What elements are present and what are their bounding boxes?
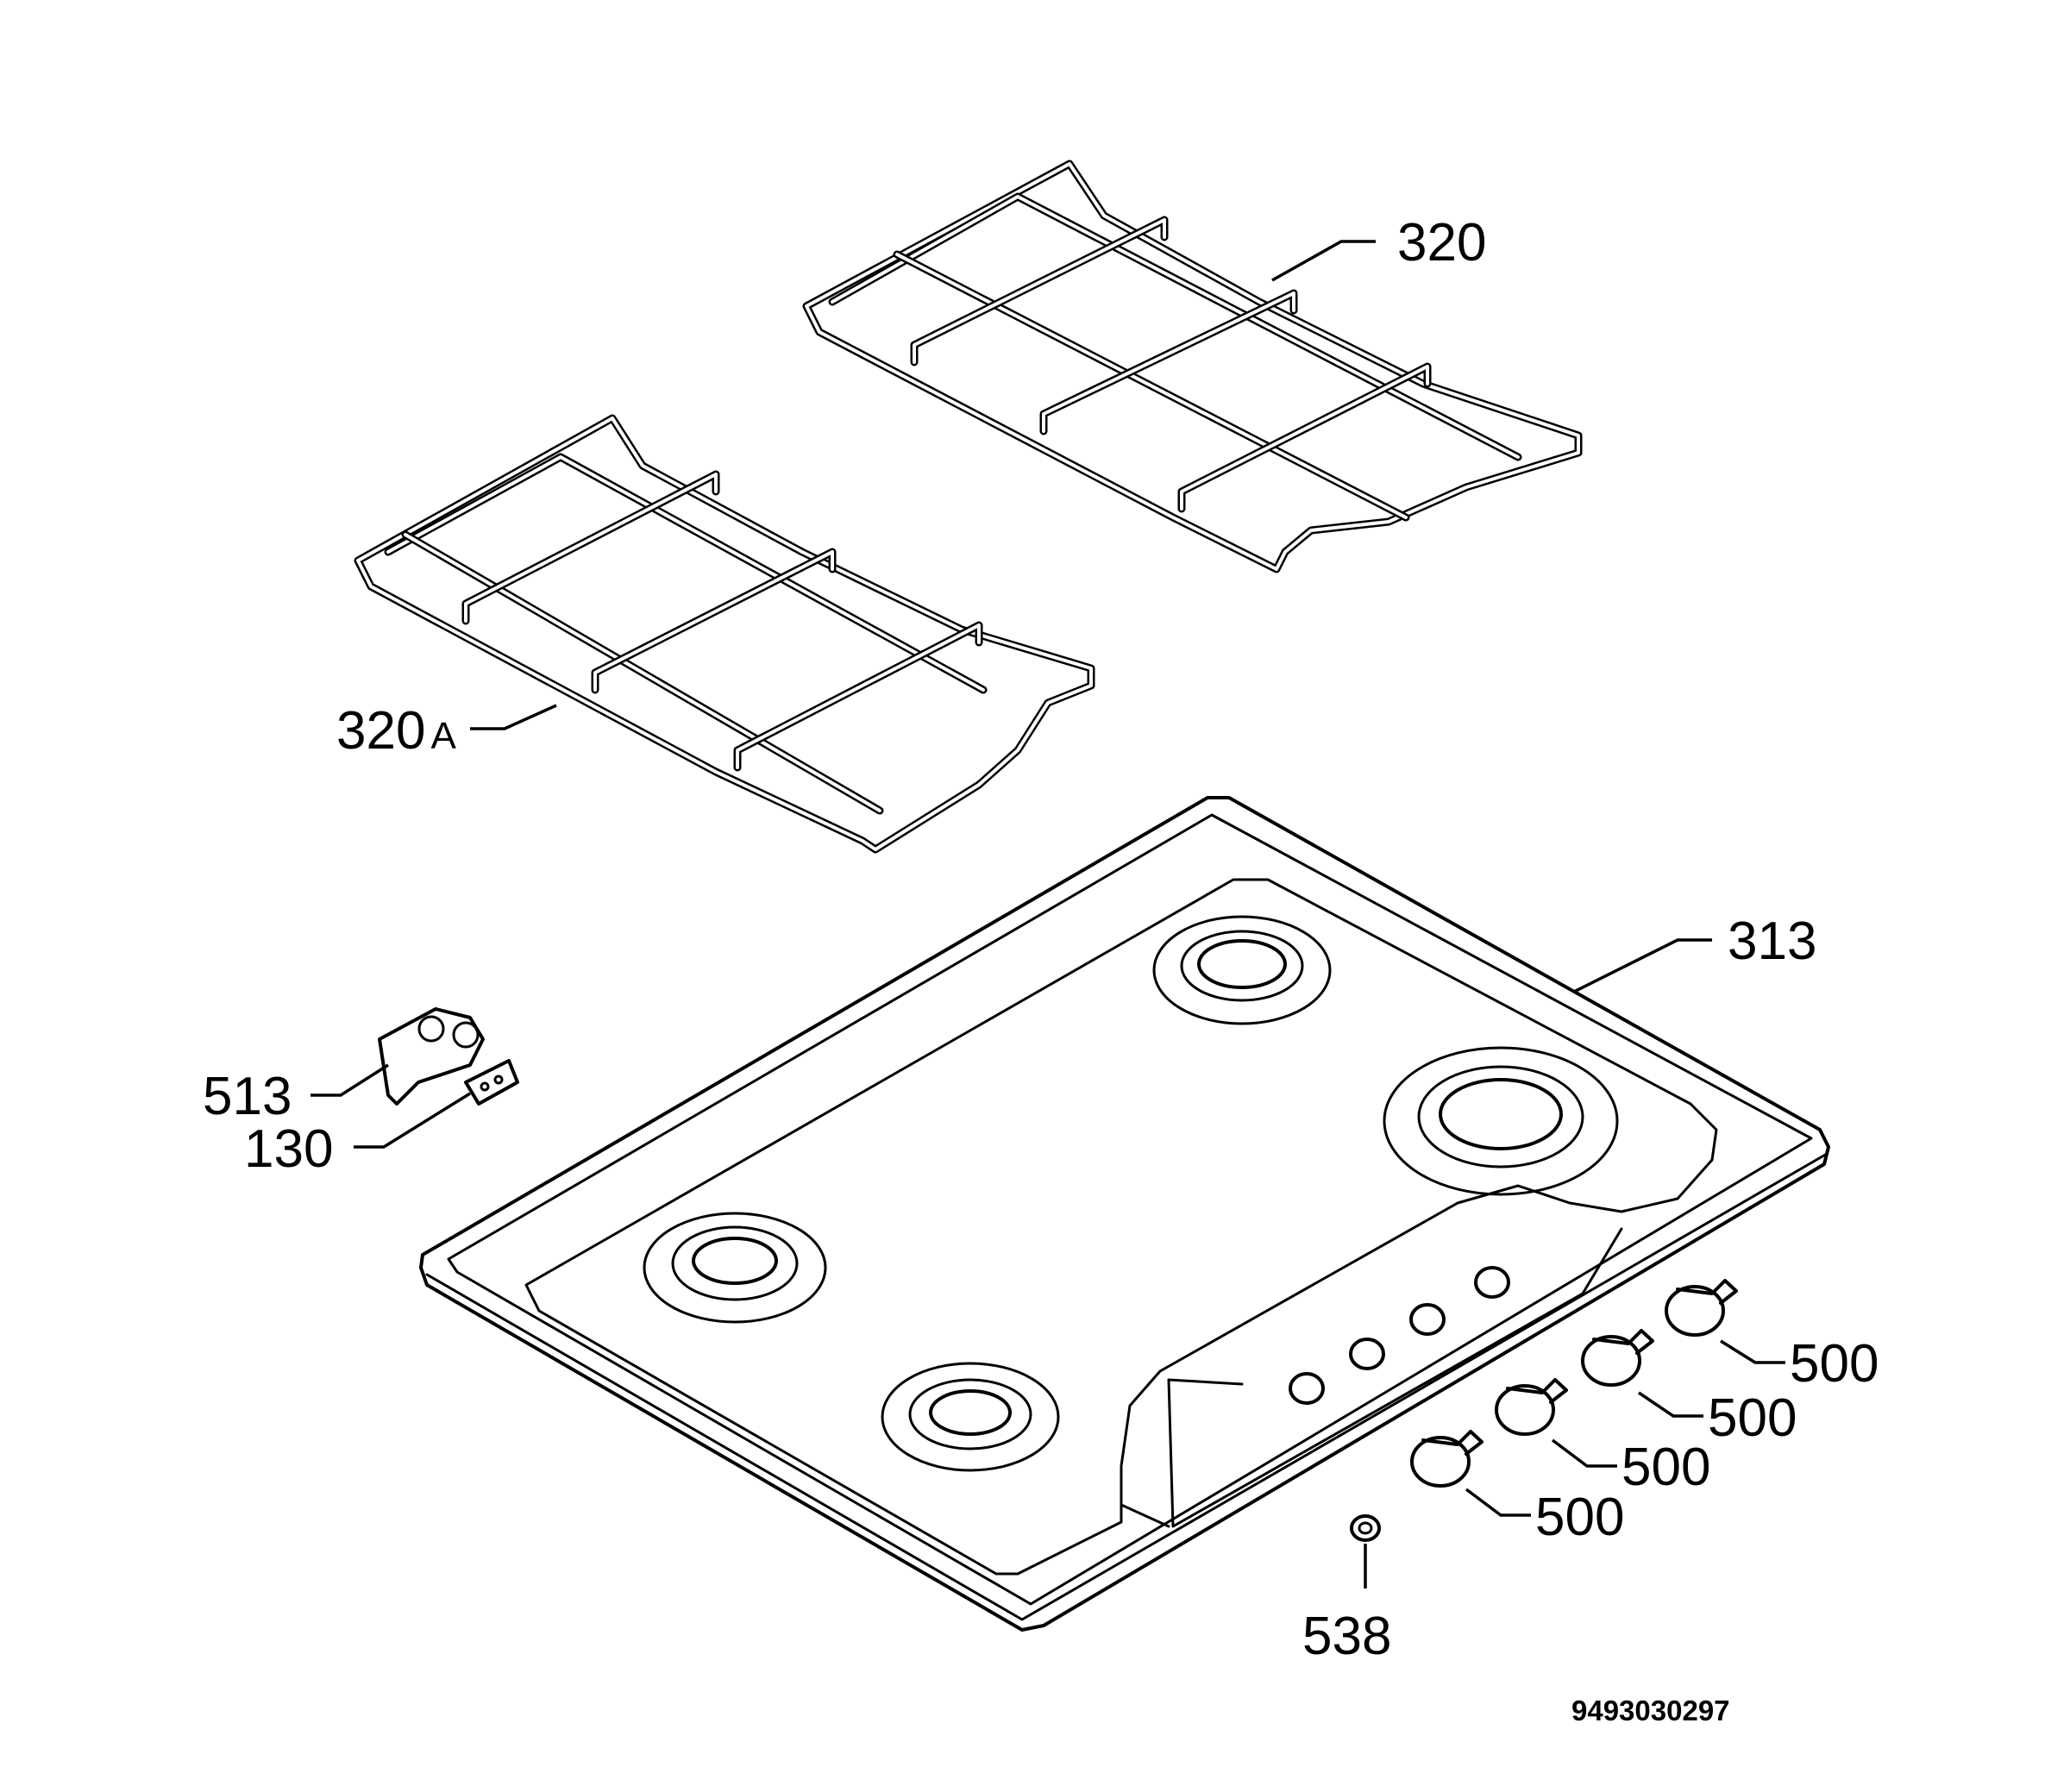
- control-knob-2: [1495, 1378, 1568, 1436]
- label-hob-313: 313: [1728, 912, 1816, 971]
- pan-support-grid-320: [802, 160, 1583, 573]
- label-knob-500-2: 500: [1708, 1388, 1797, 1448]
- burner-rear-right: [1383, 1046, 1619, 1196]
- bracket-513: [378, 1007, 485, 1106]
- label-knob-500-1: 500: [1790, 1334, 1879, 1394]
- burner-front-right: [881, 1362, 1060, 1472]
- control-knob-1: [1410, 1430, 1484, 1488]
- control-knob-3: [1581, 1329, 1654, 1387]
- clip-130: [464, 1059, 519, 1106]
- burner-rear-left: [1152, 915, 1332, 1025]
- label-grid-320a-suffix: A: [430, 715, 456, 757]
- bushing-538: [1350, 1514, 1381, 1542]
- label-grid-320: 320: [1397, 213, 1486, 273]
- control-holes: [1289, 1266, 1510, 1405]
- label-grid-320a-number: 320: [336, 701, 425, 761]
- label-bracket-513: 513: [203, 1067, 292, 1126]
- burner-front-left: [643, 1212, 827, 1324]
- hob-top-313: [419, 796, 1830, 1632]
- control-knob-4: [1665, 1279, 1738, 1337]
- label-clip-130: 130: [244, 1119, 333, 1179]
- pan-support-grid-320a: [354, 414, 1095, 854]
- label-bushing-538: 538: [1302, 1607, 1391, 1666]
- label-knob-500-3: 500: [1622, 1438, 1710, 1497]
- leader-lines: [310, 240, 1785, 1588]
- document-id: 9493030297: [1571, 1695, 1730, 1726]
- label-knob-500-4: 500: [1535, 1488, 1624, 1547]
